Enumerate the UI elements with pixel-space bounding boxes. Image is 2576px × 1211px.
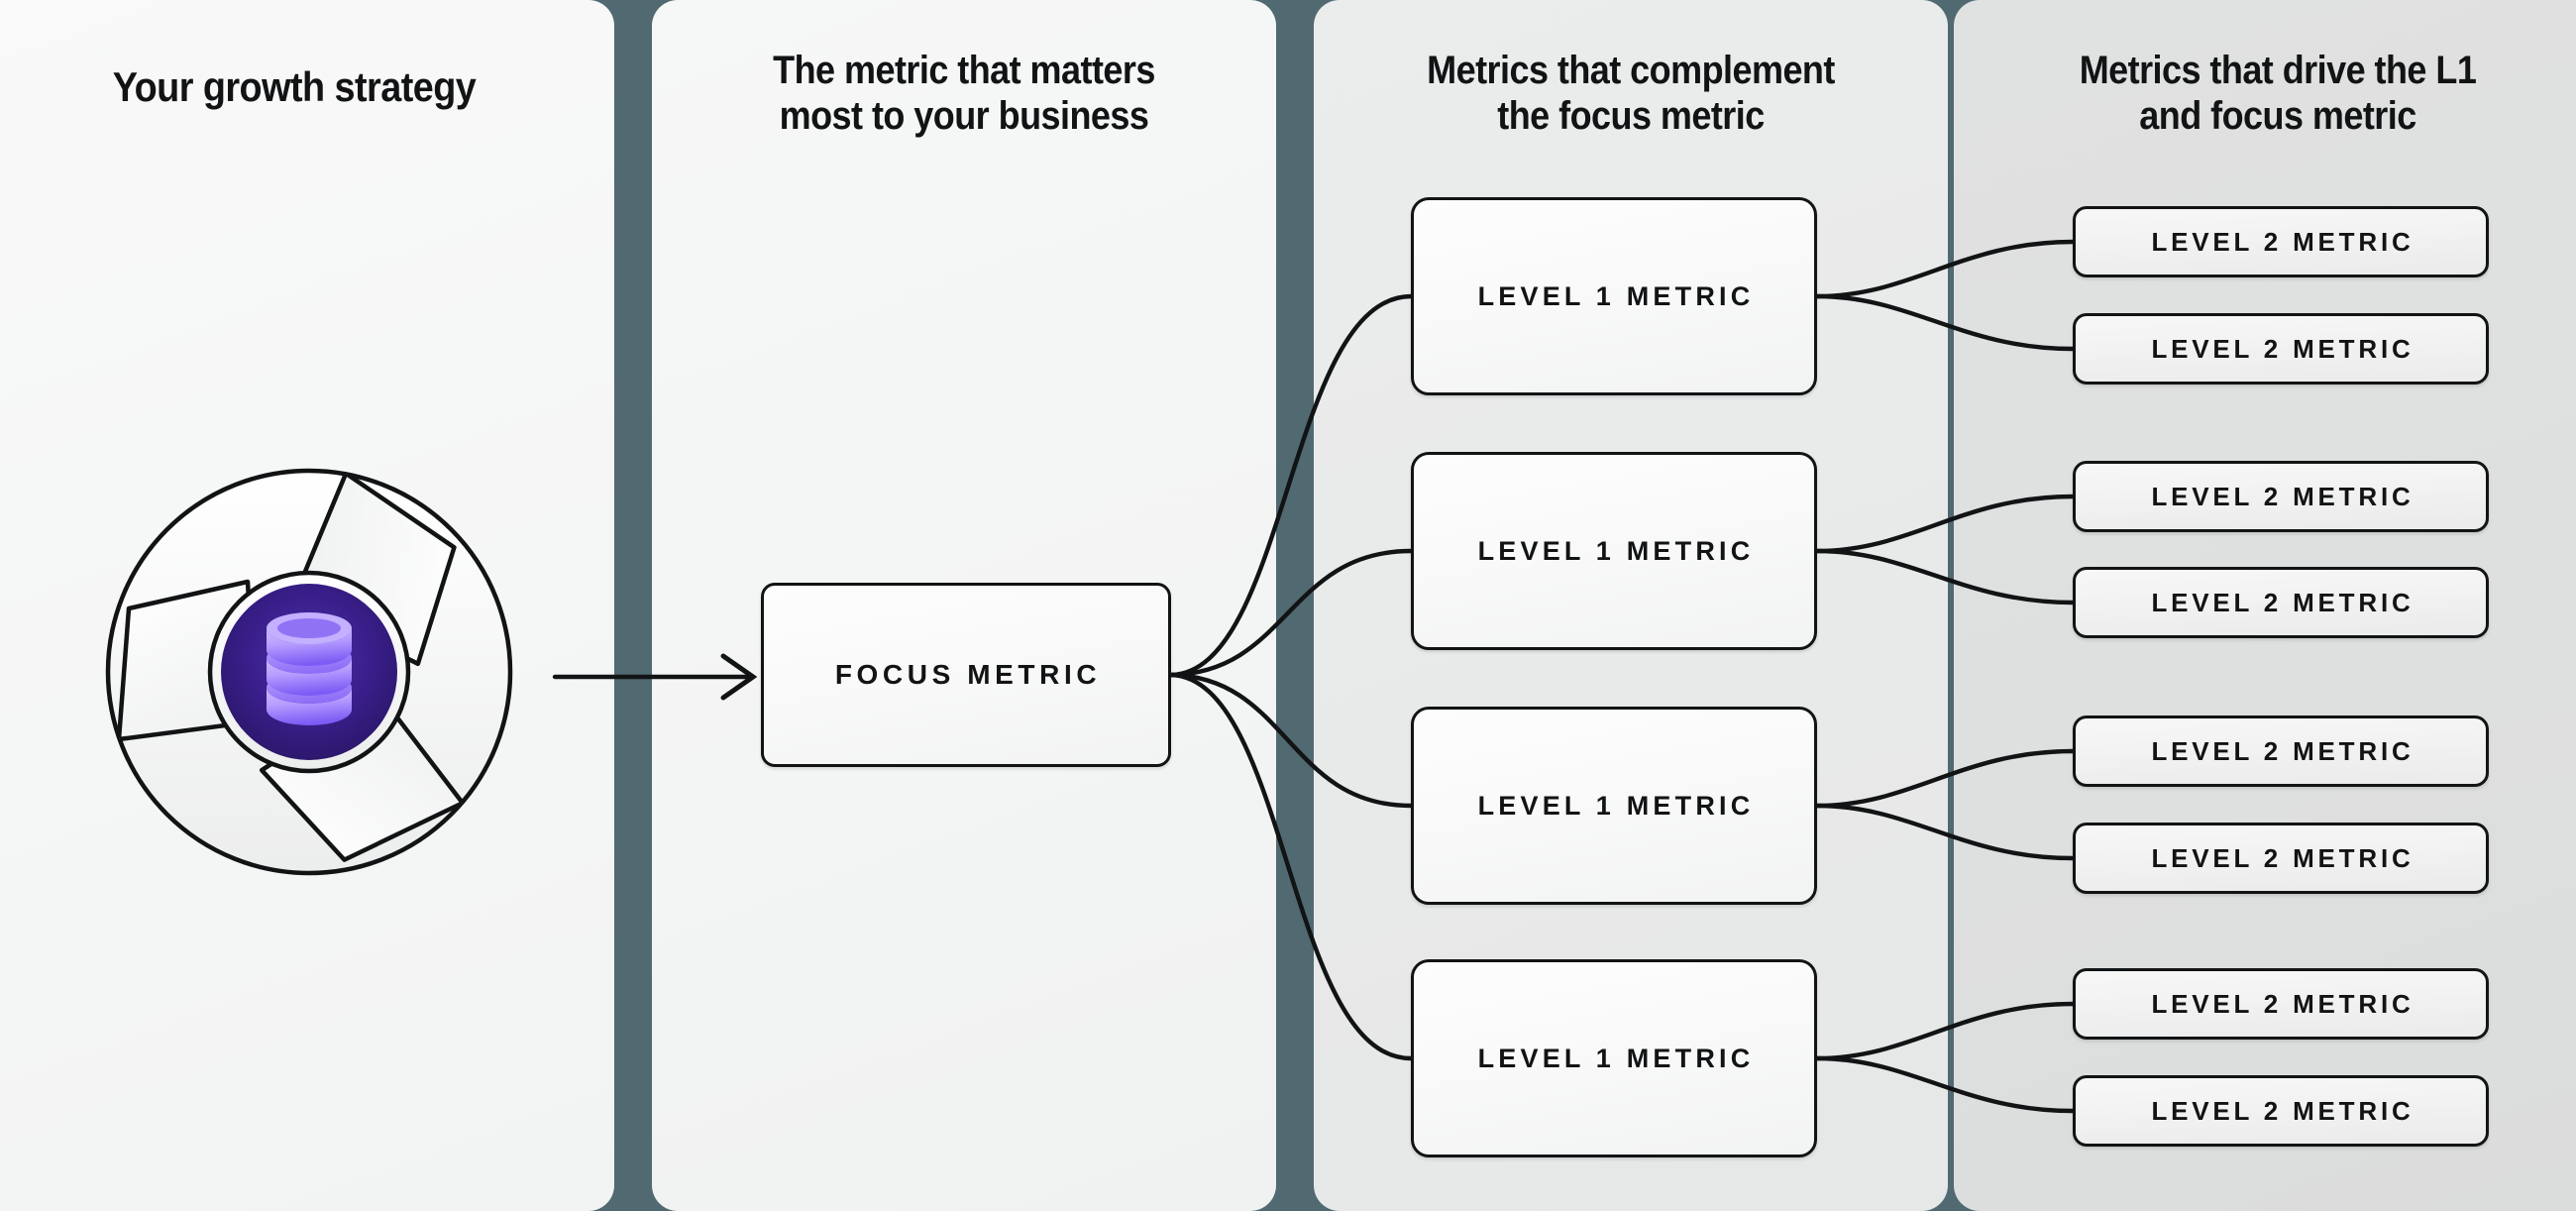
level-2-metric-box[interactable]: LEVEL 2 METRIC [2073,1075,2489,1147]
level-2-metric-box[interactable]: LEVEL 2 METRIC [2073,567,2489,638]
level-2-metric-box[interactable]: LEVEL 2 METRIC [2073,716,2489,787]
level-2-metric-box[interactable]: LEVEL 2 METRIC [2073,823,2489,894]
level-2-metric-box[interactable]: LEVEL 2 METRIC [2073,461,2489,532]
level-1-metric-label: LEVEL 1 METRIC [1477,280,1755,311]
level-1-metric-label: LEVEL 1 METRIC [1477,535,1755,566]
level-1-metric-label: LEVEL 1 METRIC [1477,790,1755,821]
level-2-metric-label: LEVEL 2 METRIC [2151,842,2415,873]
focus-metric-box[interactable]: FOCUS METRIC [761,583,1171,767]
level-2-metric-label: LEVEL 2 METRIC [2151,1095,2415,1126]
column-title-level-2: Metrics that drive the L1 and focus metr… [2079,49,2477,139]
level-2-metric-label: LEVEL 2 METRIC [2151,988,2415,1019]
level-1-metric-box[interactable]: LEVEL 1 METRIC [1411,197,1817,395]
aperture-database-logo [61,424,557,920]
level-2-metric-label: LEVEL 2 METRIC [2151,333,2415,364]
column-title-focus-metric: The metric that matters most to your bus… [773,49,1155,139]
focus-metric-label: FOCUS METRIC [834,659,1102,690]
level-2-metric-label: LEVEL 2 METRIC [2151,481,2415,511]
level-1-metric-label: LEVEL 1 METRIC [1477,1043,1755,1073]
level-2-metric-label: LEVEL 2 METRIC [2151,735,2415,766]
level-1-metric-box[interactable]: LEVEL 1 METRIC [1411,452,1817,650]
column-title-growth-strategy: Your growth strategy [112,63,477,110]
level-1-metric-box[interactable]: LEVEL 1 METRIC [1411,959,1817,1157]
database-icon [267,612,352,725]
level-2-metric-label: LEVEL 2 METRIC [2151,587,2415,617]
level-2-metric-box[interactable]: LEVEL 2 METRIC [2073,968,2489,1040]
level-2-metric-box[interactable]: LEVEL 2 METRIC [2073,206,2489,277]
column-title-level-1: Metrics that complement the focus metric [1427,49,1835,139]
level-2-metric-label: LEVEL 2 METRIC [2151,226,2415,257]
level-1-metric-box[interactable]: LEVEL 1 METRIC [1411,707,1817,905]
level-2-metric-box[interactable]: LEVEL 2 METRIC [2073,313,2489,385]
